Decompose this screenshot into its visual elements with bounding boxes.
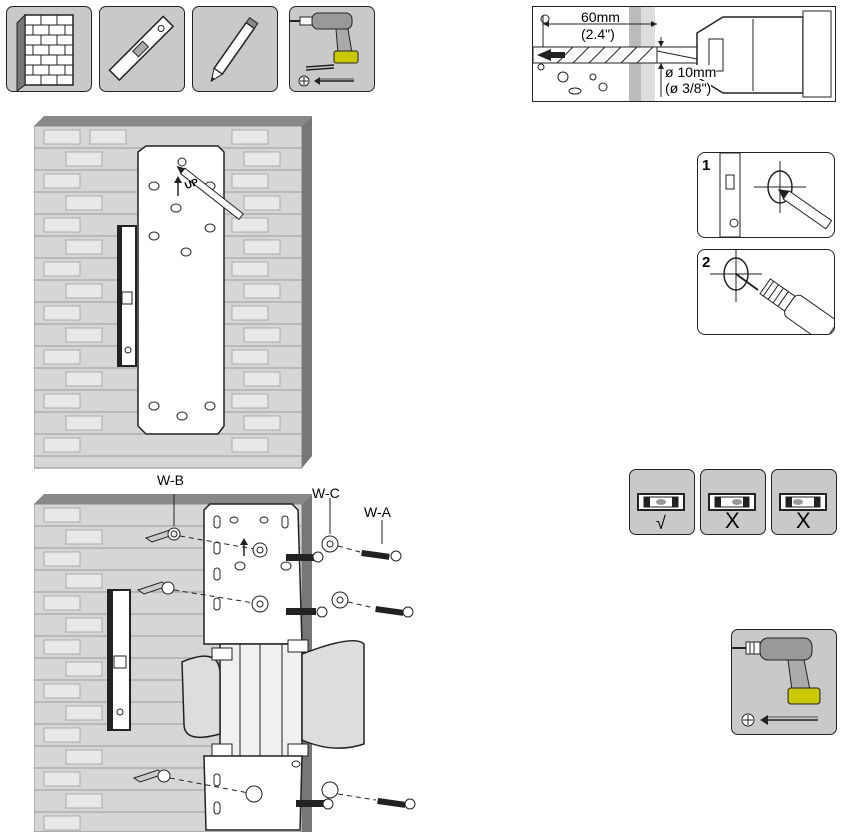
drill-depth-mm: 60mm (581, 9, 620, 25)
wall-template-illustration (34, 116, 312, 469)
level-check-wrong-left: X (771, 469, 837, 535)
hardware-row-middle (136, 581, 414, 618)
tool-tile-pencil (192, 6, 278, 92)
mark-step-number: 1 (702, 157, 711, 174)
tool-tile-wall (6, 6, 92, 92)
tool-tile-level (99, 6, 185, 92)
bolt-label: W-A (364, 504, 391, 520)
hardware-row-bottom (132, 769, 416, 810)
spirit-level-icon (108, 15, 175, 82)
drill-hole-illustration (710, 250, 834, 334)
tool-tile-drill (289, 6, 375, 92)
level-check-wrong-mark-1: X (725, 508, 740, 533)
drill-depth-diagram: 60mm (2.4") ø 10mm (ø 3/8") (532, 6, 836, 102)
drill-depth-in: (2.4") (581, 26, 615, 42)
level-bubble-centered-icon (637, 493, 685, 511)
wall-cross-section (533, 7, 832, 101)
power-drill-clockwise-icon (732, 637, 821, 727)
level-check-ok: √ (629, 469, 695, 535)
level-check-wrong-right: X (700, 469, 766, 535)
mounting-template (137, 145, 225, 435)
level-check-wrong-mark-2: X (796, 508, 811, 533)
brick-wall-icon (16, 13, 74, 91)
bracket-mounting-illustration (34, 494, 416, 832)
power-drill-icon (290, 12, 359, 87)
drill-tighten-tile (731, 629, 837, 735)
drill-step-number: 2 (702, 254, 711, 271)
washer-label: W-C (312, 485, 340, 501)
pencil-icon (210, 17, 259, 83)
level-bubble-off-icon (708, 493, 756, 511)
drill-detail-panel: 2 (697, 249, 835, 335)
mark-detail-panel: 1 (697, 152, 835, 238)
level-bubble-off-icon (779, 493, 827, 511)
drill-diameter-mm: ø 10mm (665, 64, 717, 80)
mark-hole-illustration (719, 153, 833, 237)
drill-diameter-in: (ø 3/8") (665, 80, 712, 96)
anchor-label: W-B (157, 472, 184, 488)
hardware-row-top (144, 527, 402, 563)
level-check-ok-mark: √ (656, 513, 666, 533)
